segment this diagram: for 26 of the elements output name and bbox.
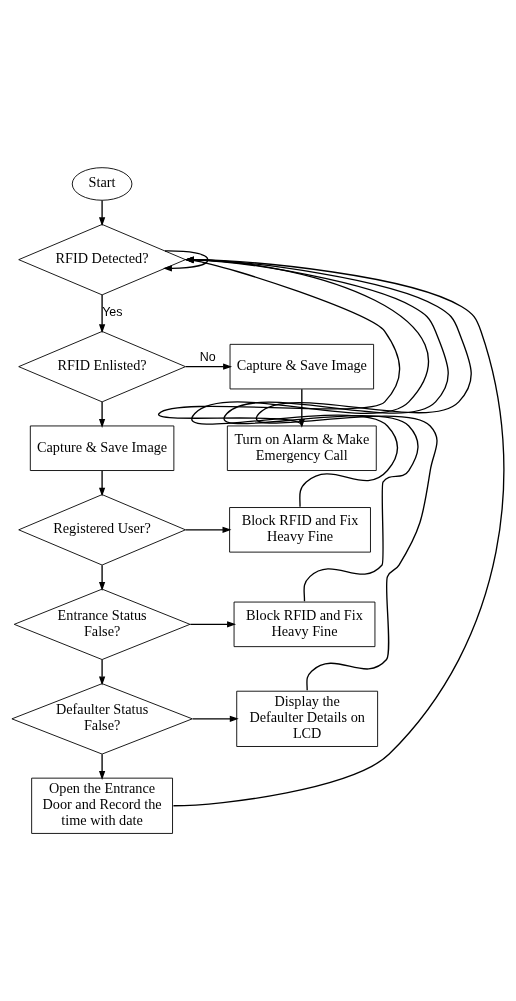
arrow: [98, 199, 106, 227]
node-box: Block RFID and Fix Heavy Fine: [229, 507, 371, 553]
arrow: [98, 470, 106, 497]
arrow: [184, 526, 232, 533]
arrow: [184, 363, 233, 370]
arrow: [98, 659, 106, 686]
arrow: [191, 715, 239, 722]
arrow: [98, 401, 106, 428]
node-diamond: Defaulter Status False?: [11, 683, 193, 755]
node-box: Display the Defaulter Details on LCD: [236, 690, 379, 747]
edge-label: No: [199, 349, 216, 364]
node-box: Capture & Save Image: [229, 343, 375, 390]
node-diamond: Registered User?: [18, 494, 186, 566]
node-diamond: RFID Enlisted?: [18, 331, 186, 403]
arrow: [189, 621, 236, 628]
node-box: Capture & Save Image: [29, 425, 175, 471]
node-box: Block RFID and Fix Heavy Fine: [233, 601, 376, 648]
node-ellipse: Start: [71, 167, 133, 201]
node-diamond: Entrance Status False?: [13, 588, 191, 660]
node-box: Turn on Alarm & Make Emergency Call: [226, 425, 377, 471]
arrow: [98, 294, 106, 334]
arrow: [98, 753, 106, 780]
node-box: Open the Entrance Door and Record the time with date: [31, 777, 173, 834]
arrow: [163, 250, 209, 272]
arrow: [98, 564, 106, 591]
node-diamond: RFID Detected?: [18, 224, 186, 296]
